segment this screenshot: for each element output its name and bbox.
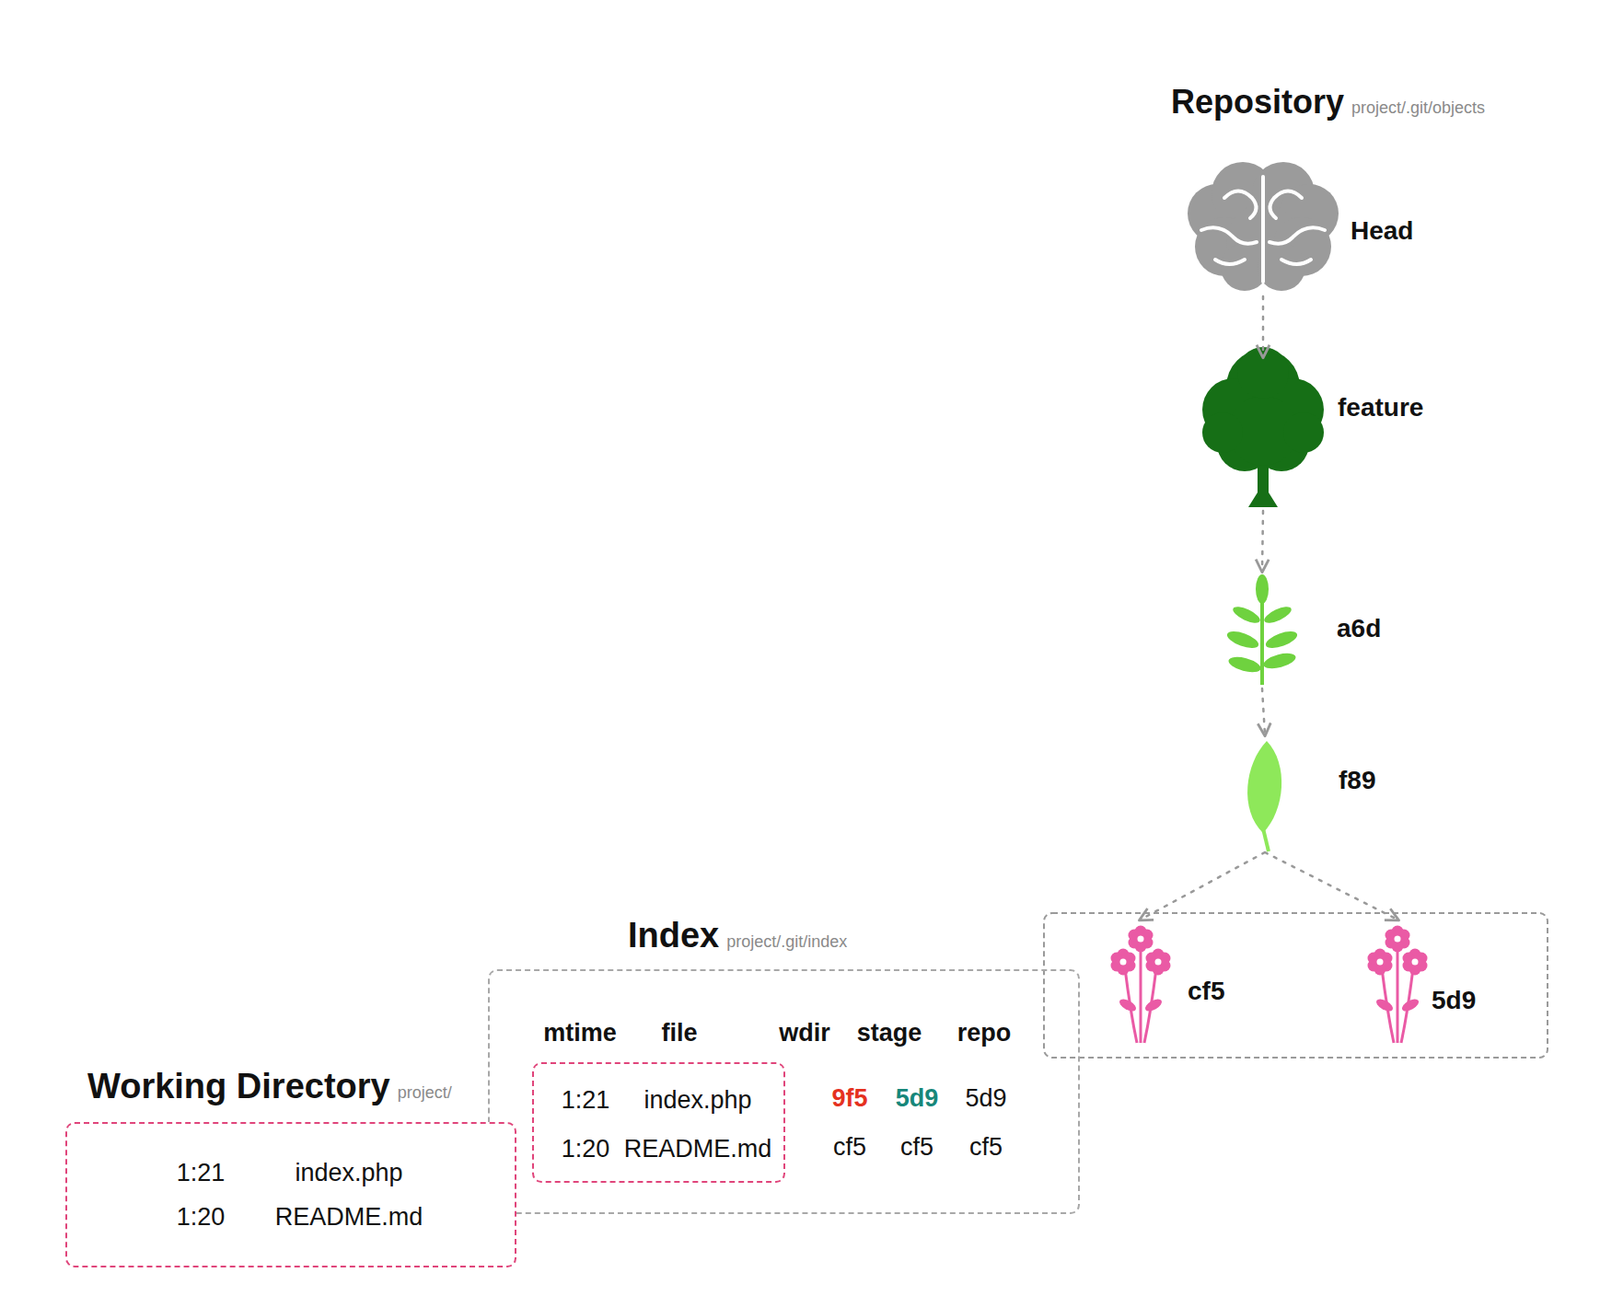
blob-icon: cf5 xyxy=(1105,923,1176,1045)
table-cell: wdir xyxy=(778,1019,831,1048)
repository-heading: Repository project/.git/objects xyxy=(1171,82,1485,122)
node-label: a6d xyxy=(1336,614,1381,644)
table-cell: README.md xyxy=(275,1203,424,1232)
path-label: project/.git/index xyxy=(726,932,847,952)
path-label: project/ xyxy=(397,1083,453,1103)
table-cell: 1:21 xyxy=(176,1159,226,1188)
branch-icon: feature xyxy=(1204,359,1322,508)
table-cell: cf5 xyxy=(900,1133,934,1162)
node-label: cf5 xyxy=(1187,976,1225,1007)
plant-icon xyxy=(1225,574,1300,685)
repository-title: Repository xyxy=(1171,82,1345,122)
heading: Working Directory xyxy=(87,1066,391,1107)
footprint-connector xyxy=(1262,510,1264,571)
table-cell: stage xyxy=(857,1019,923,1048)
heading-row: Index project/.git/index xyxy=(627,915,847,956)
table-cell: index.php xyxy=(643,1086,752,1115)
commit-icon: Head xyxy=(1189,170,1337,293)
index-box: Indexproject/.git/indexmtimefilewdirstag… xyxy=(487,969,1080,1215)
table-cell: 9f5 xyxy=(831,1084,868,1114)
table-cell: file xyxy=(660,1019,697,1048)
footprint-connector xyxy=(1262,688,1265,735)
heading-row: Working Directory project/ xyxy=(87,1066,453,1107)
table-cell: 1:20 xyxy=(561,1135,611,1164)
table-cell: cf5 xyxy=(969,1133,1003,1162)
table-cell: 1:20 xyxy=(176,1203,226,1232)
path-label: project/.git/objects xyxy=(1351,98,1485,118)
blob-icon: 5d9 xyxy=(1362,923,1433,1045)
tree-icon xyxy=(1202,347,1324,508)
table-cell: cf5 xyxy=(833,1133,867,1162)
node-label: Head xyxy=(1350,216,1414,246)
working-directory-box: Working Directoryproject/1:21index.php1:… xyxy=(65,1122,517,1268)
table-cell: mtime xyxy=(543,1019,617,1048)
leaf-icon xyxy=(1247,741,1282,852)
footprint-connector xyxy=(1264,852,1398,920)
heading: Index xyxy=(627,915,719,956)
tree-object-icon: a6d xyxy=(1227,574,1298,685)
node-label: f89 xyxy=(1338,765,1376,796)
flowers-icon xyxy=(1368,926,1428,1044)
file-list-box: 1:21 index.php 1:20 README.md xyxy=(532,1062,786,1183)
table-cell: 5d9 xyxy=(964,1084,1007,1114)
flowers-icon xyxy=(1111,926,1172,1044)
tree-object-icon: f89 xyxy=(1241,738,1288,849)
table-cell: repo xyxy=(957,1019,1012,1048)
footprint-connector xyxy=(1262,296,1265,357)
objects-box xyxy=(1043,913,1548,1058)
footprint-connector xyxy=(1140,852,1265,920)
brain-icon xyxy=(1187,162,1339,291)
table-cell: index.php xyxy=(294,1159,403,1188)
node-label: feature xyxy=(1337,393,1424,423)
node-label: 5d9 xyxy=(1431,985,1476,1016)
table-cell: 1:21 xyxy=(561,1086,611,1115)
table-cell: 5d9 xyxy=(895,1084,940,1114)
table-cell: README.md xyxy=(624,1135,773,1164)
